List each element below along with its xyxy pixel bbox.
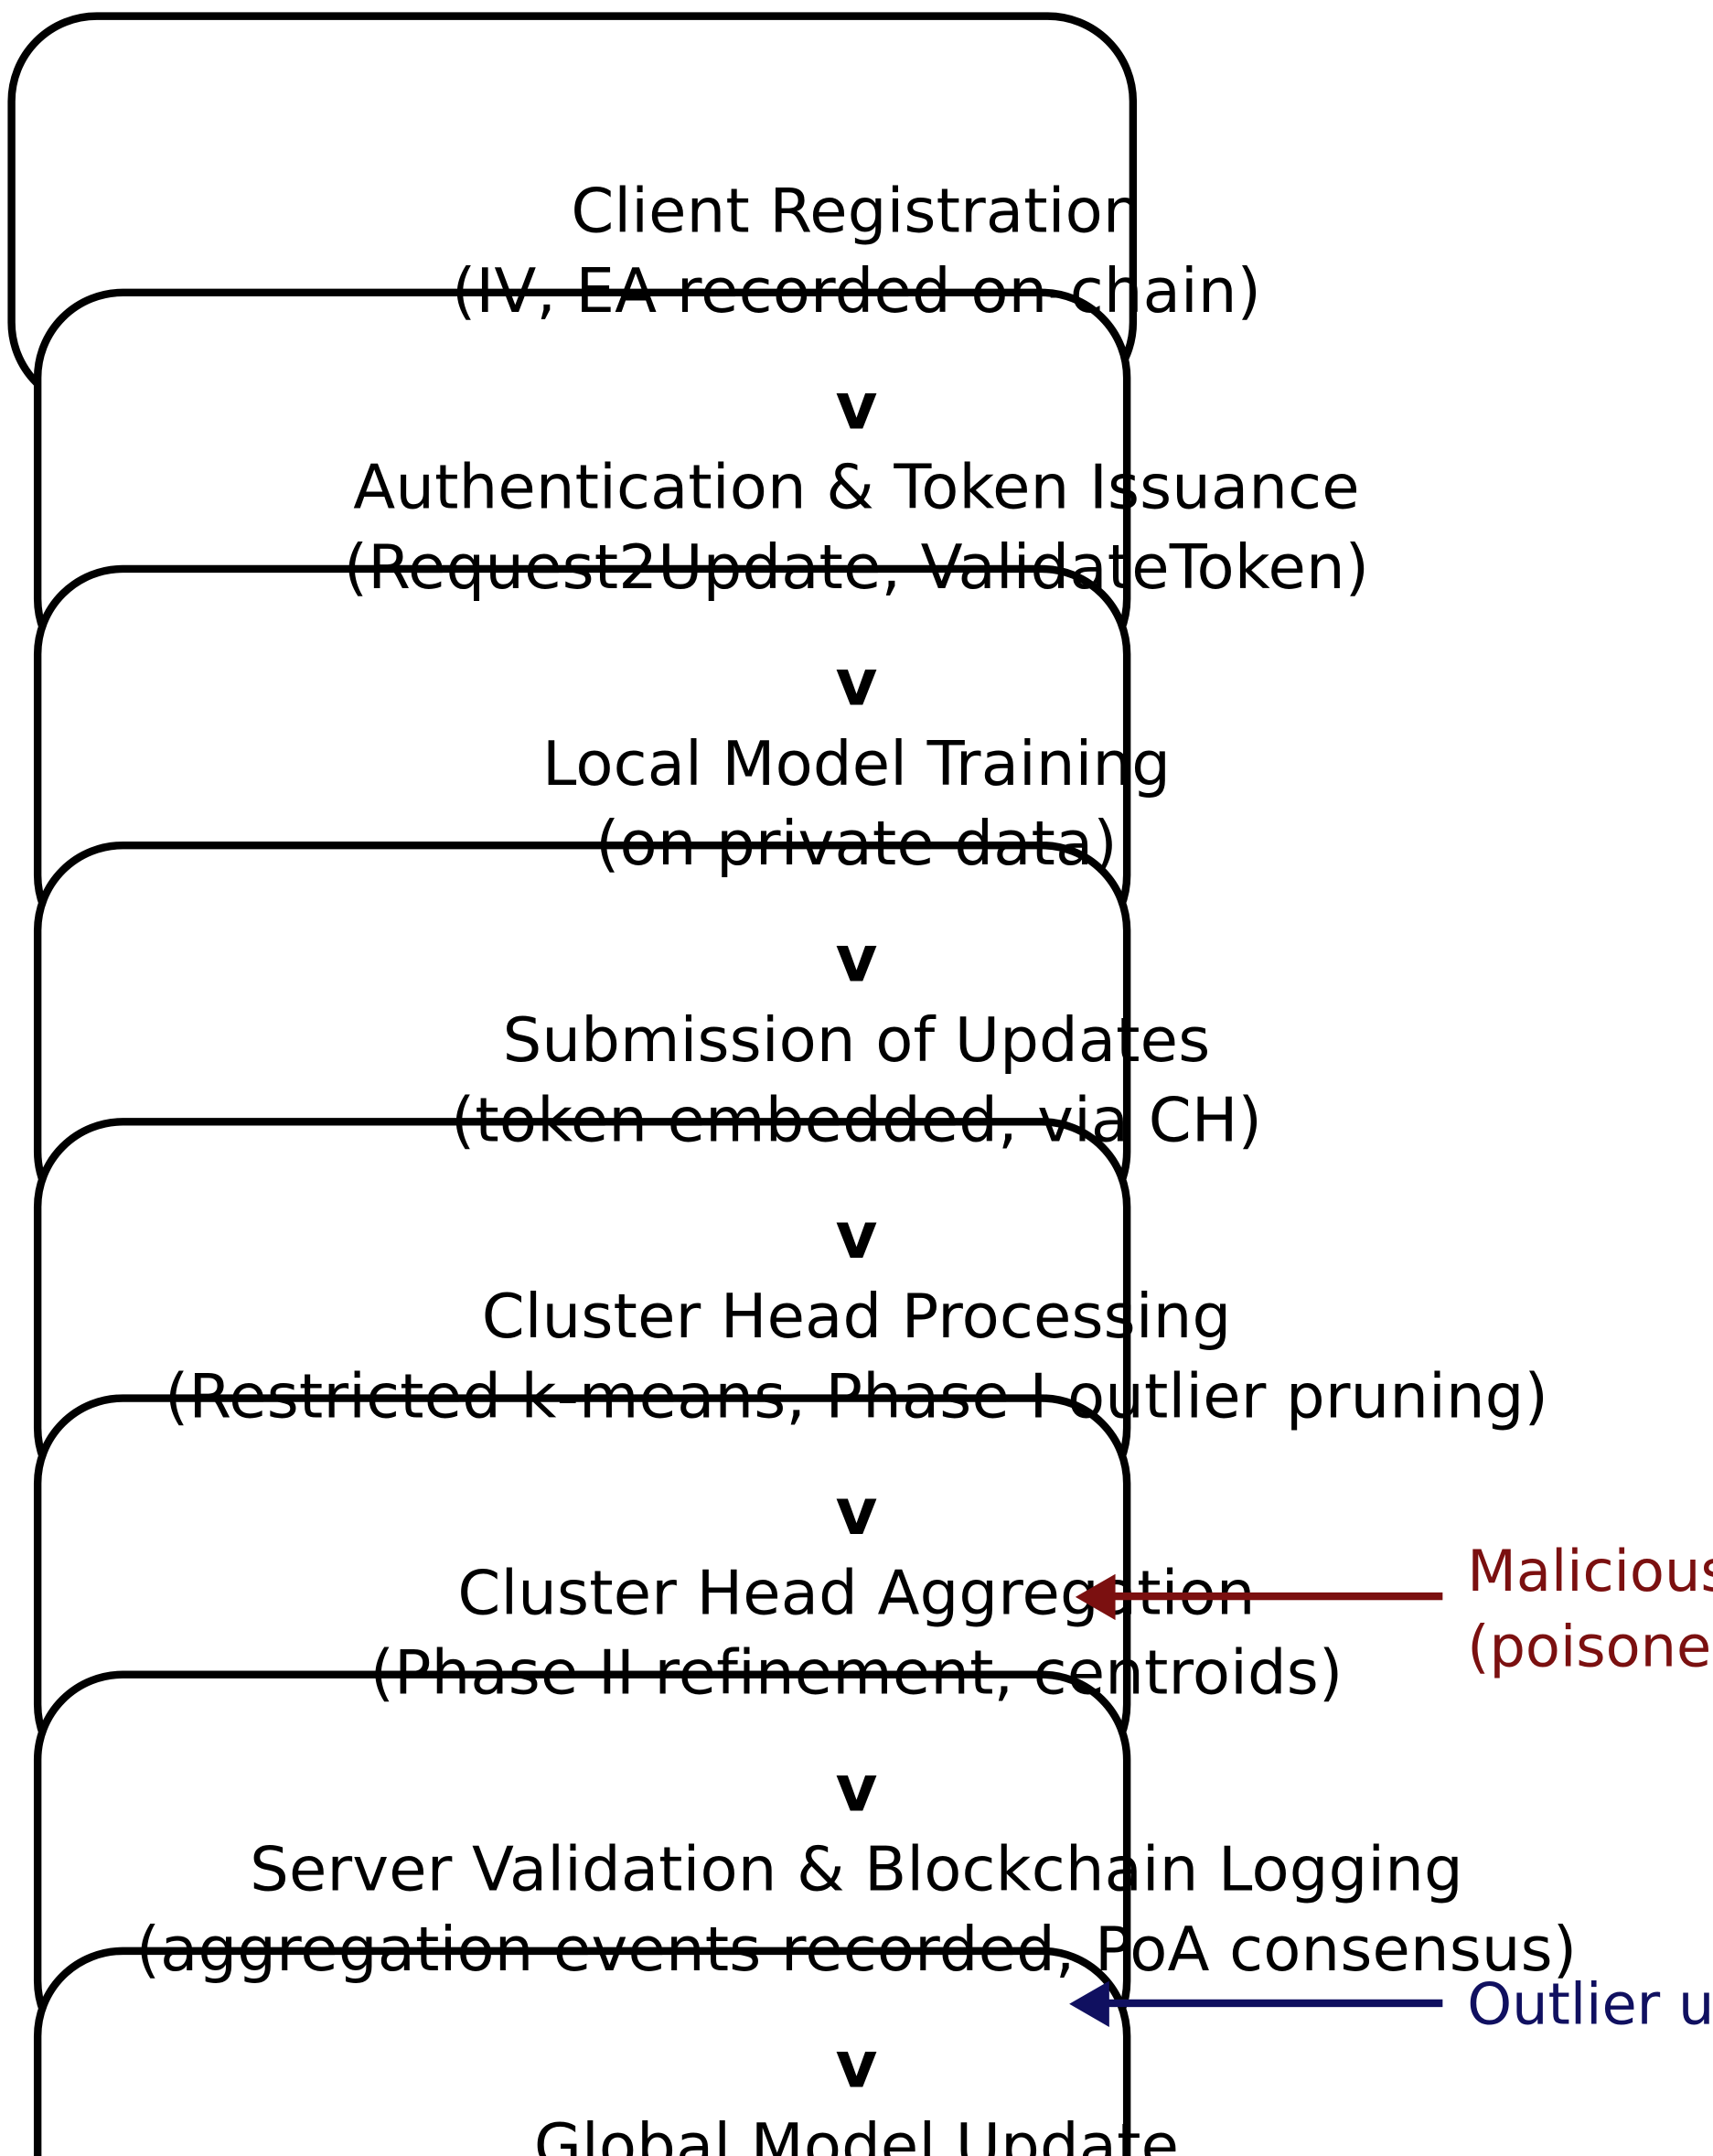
annotation-text-malicious-clients: Malicious clients (poisoned updates)	[1467, 1536, 1713, 1686]
arrow-head-left-icon-blue	[1069, 1980, 1109, 2027]
chevron-down-icon-6: ᴠ	[835, 1474, 878, 1550]
arrow-line-red	[1112, 1592, 1443, 1601]
arrow-line-blue	[1106, 1999, 1443, 2008]
arrow-head-left-icon-red	[1075, 1573, 1116, 1621]
chevron-down-icon-5: ᴠ	[835, 1197, 878, 1273]
stage-card-global-model-update	[33, 1947, 1131, 2156]
chevron-down-icon-4: ᴠ	[835, 921, 878, 997]
chevron-down-icon-2: ᴠ	[835, 368, 878, 445]
annotation-line-1: Malicious clients	[1467, 1539, 1713, 1605]
annotation-line-2: (poisoned updates)	[1467, 1614, 1713, 1680]
chevron-down-icon-7: ᴠ	[835, 1750, 878, 1827]
chevron-down-icon-8: ᴠ	[835, 2026, 878, 2103]
chevron-down-icon-3: ᴠ	[835, 645, 878, 721]
annotation-text-outlier-updates-pruned: Outlier updates pruned	[1467, 1968, 1713, 2043]
annotation-line-1: Outlier updates pruned	[1467, 1971, 1713, 2038]
